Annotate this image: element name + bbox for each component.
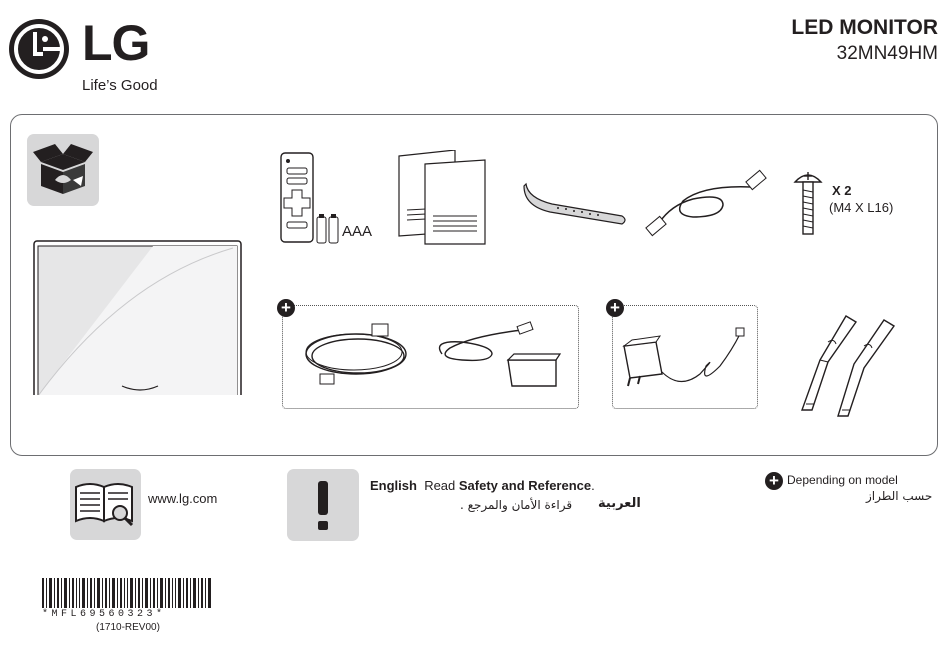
revision-code: (1710-REV00)	[96, 622, 160, 633]
note-english: Depending on model	[787, 473, 898, 487]
screw-icon	[793, 172, 823, 235]
product-model: 32MN49HM	[836, 43, 938, 64]
book-magnifier-icon	[75, 483, 134, 527]
brand-name: LG	[82, 15, 150, 71]
lang-arabic: العربية	[598, 496, 641, 511]
power-cord-icon	[305, 323, 407, 385]
period: .	[591, 478, 595, 493]
lang-english: English	[370, 478, 417, 493]
optional-power-adapter-group	[282, 305, 579, 409]
barcode	[42, 578, 211, 608]
battery-label: AAA	[342, 223, 373, 240]
remote-control-icon	[280, 152, 314, 243]
monitor-illustration	[33, 240, 242, 395]
exclamation-icon	[318, 481, 328, 530]
cable-holder-icon	[523, 182, 626, 225]
note-arabic: حسب الطراز	[866, 489, 933, 503]
website-link[interactable]: www.lg.com	[148, 491, 218, 506]
product-title: LED MONITOR	[791, 16, 938, 39]
ac-adapter-icon	[438, 321, 562, 387]
optional-wall-adapter-group	[612, 305, 758, 409]
lg-logo-mark	[9, 19, 69, 79]
wall-adapter-icon	[622, 327, 745, 387]
brand-tagline: Life’s Good	[82, 77, 158, 94]
plus-icon: +	[765, 472, 783, 490]
read-prefix: Read	[424, 478, 459, 493]
screw-quantity: X 2	[832, 183, 852, 198]
hdmi-cable-icon	[645, 169, 767, 237]
stand-legs-icon	[801, 315, 896, 417]
safety-ar-text: قراءة الأمان والمرجع .	[460, 498, 573, 512]
warning-tile	[287, 469, 359, 541]
safety-doc-name: Safety and Reference	[458, 478, 592, 493]
manual-tile	[70, 469, 141, 540]
safety-en-line: English Read Safety and Reference.	[370, 478, 595, 493]
monitor-base-detail	[121, 385, 159, 391]
plus-icon: +	[277, 299, 295, 317]
open-box-icon	[33, 144, 93, 194]
barcode-number: *MFL69560323*	[42, 609, 166, 620]
screw-size: (M4 X L16)	[829, 200, 894, 215]
plus-icon: +	[606, 299, 624, 317]
battery-icon	[316, 214, 339, 244]
package-contents-panel	[10, 114, 938, 456]
open-box-tile	[27, 134, 99, 206]
manual-booklets-icon	[398, 150, 486, 245]
